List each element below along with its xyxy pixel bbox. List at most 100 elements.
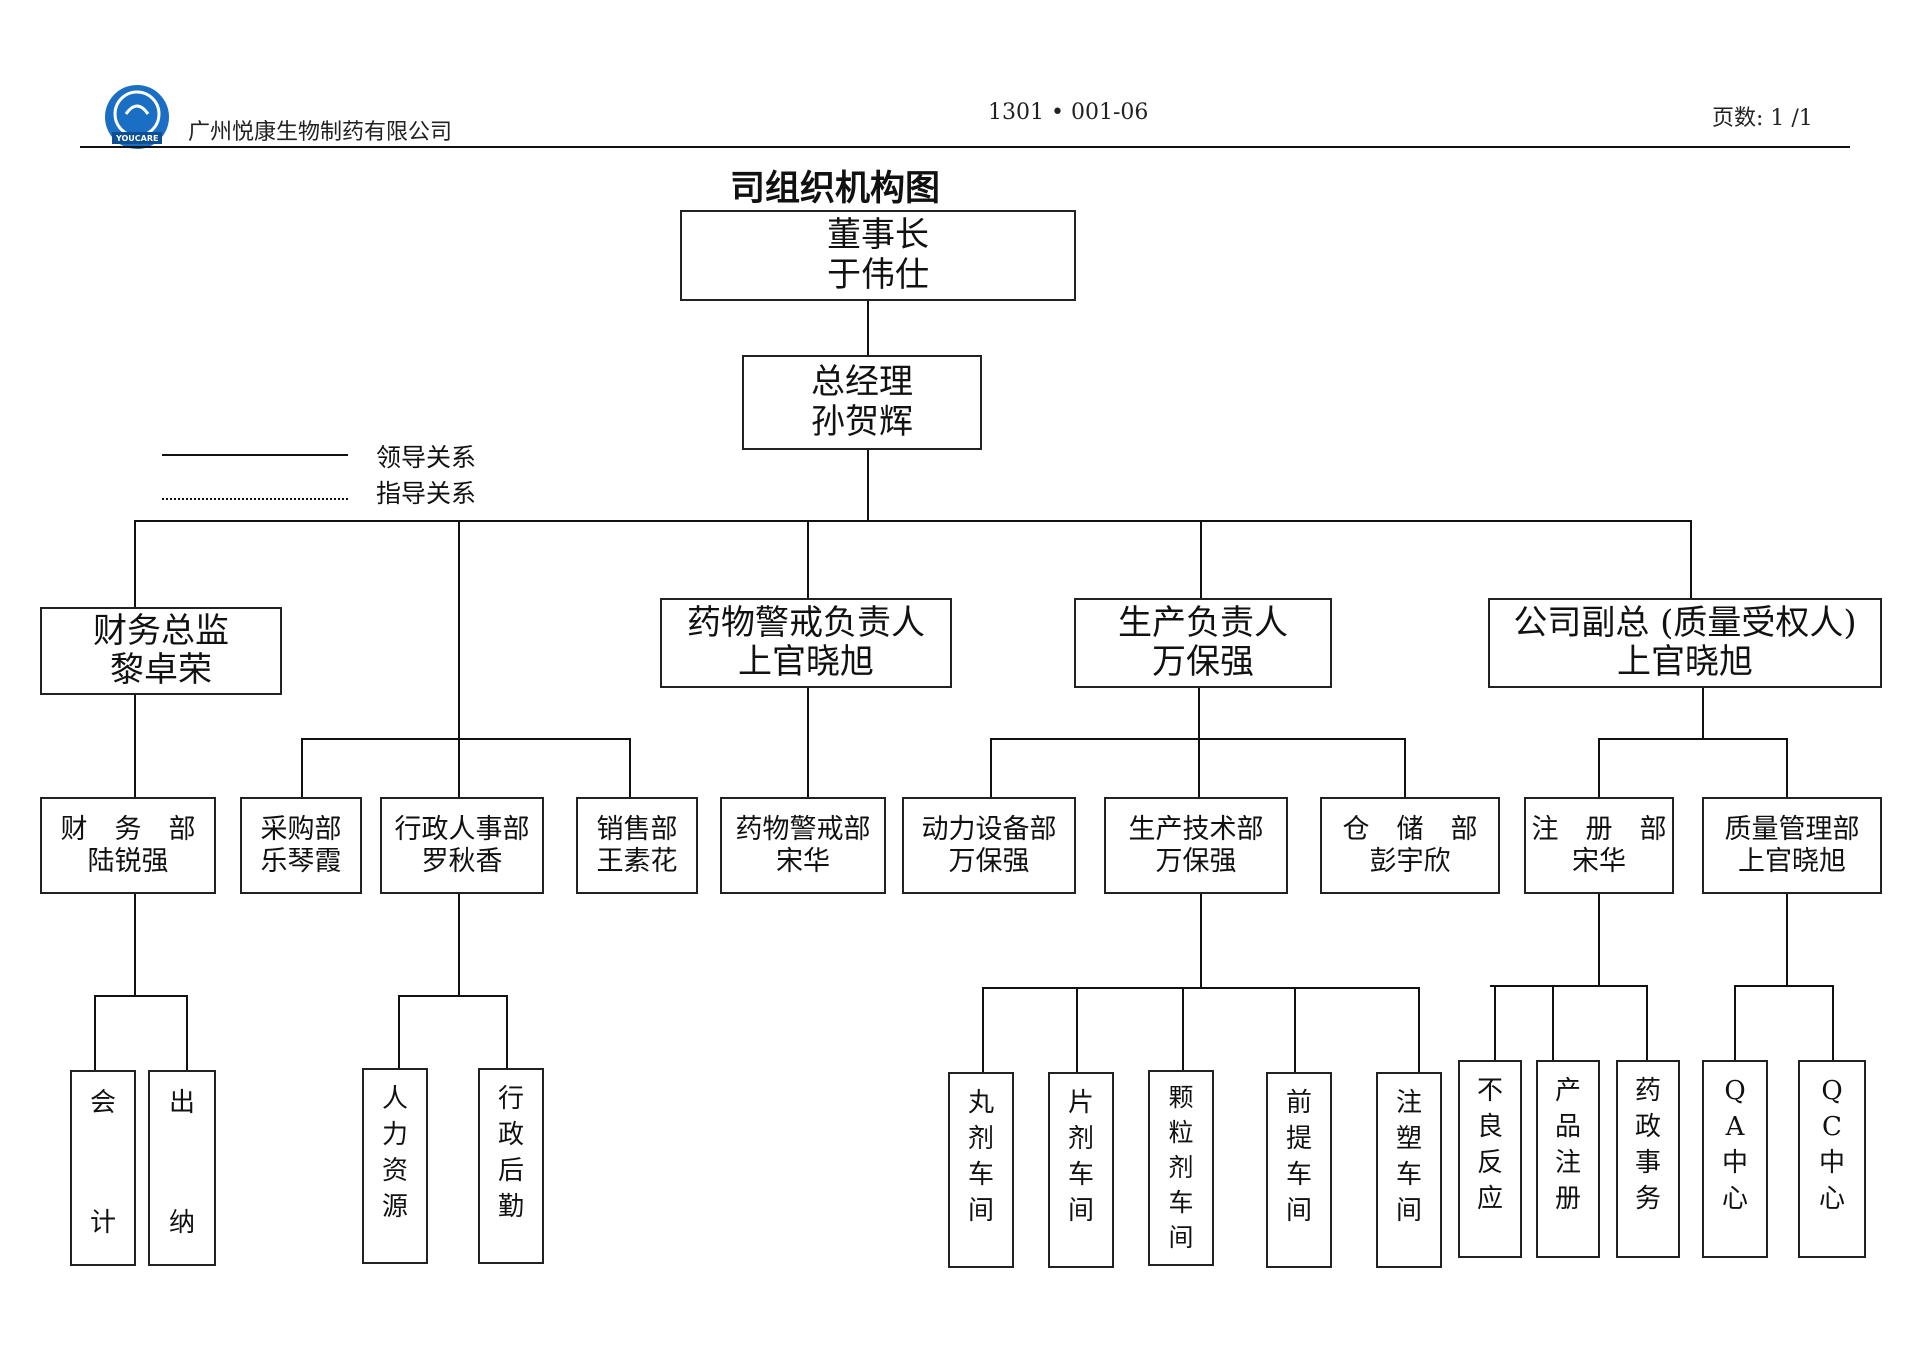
- connector: [1490, 985, 1648, 987]
- unit-char: 良: [1476, 1111, 1503, 1142]
- unit-char: 间: [1395, 1195, 1422, 1226]
- unit-char: C: [1822, 1111, 1842, 1142]
- chairman-role: 董事长: [827, 215, 929, 256]
- dept-head: 彭宇欣: [1369, 845, 1451, 877]
- dept-production-tech: 生产技术部 万保强: [1104, 797, 1288, 894]
- connector: [1734, 985, 1834, 987]
- finance-director-role: 财务总监: [93, 610, 229, 651]
- connector: [1182, 987, 1184, 1071]
- vice-president-role: 公司副总 (质量受权人): [1513, 602, 1857, 643]
- finance-director-name: 黎卓荣: [110, 650, 212, 690]
- legend-solid-label: 领导关系: [376, 443, 477, 472]
- unit-char: 前: [1285, 1088, 1312, 1118]
- dept-head: 万保强: [1155, 845, 1237, 877]
- unit-char: 丸: [967, 1088, 994, 1118]
- unit-accounting: 会 计: [70, 1070, 136, 1266]
- connector: [134, 694, 136, 798]
- dept-pharmacovigilance: 药物警戒部 宋华: [720, 797, 886, 894]
- connector: [1404, 738, 1406, 798]
- connector: [629, 738, 631, 798]
- connector: [1832, 985, 1834, 1061]
- header-rule: [80, 146, 1850, 148]
- dept-label: 动力设备部: [921, 814, 1057, 846]
- unit-char: 提: [1285, 1123, 1312, 1154]
- finance-director-box: 财务总监 黎卓荣: [40, 607, 282, 695]
- unit-char: 产: [1554, 1076, 1581, 1106]
- connector: [1294, 987, 1296, 1073]
- connector: [1198, 687, 1200, 798]
- chairman-box: 董事长 于伟仕: [680, 210, 1076, 301]
- connector: [982, 987, 1420, 989]
- connector: [134, 520, 136, 608]
- connector: [134, 520, 1692, 522]
- unit-char: 间: [1168, 1223, 1194, 1252]
- page-number: 页数: 1 /1: [1712, 106, 1813, 131]
- page-title: 司组织机构图: [730, 168, 941, 209]
- unit-char: 车: [967, 1159, 994, 1190]
- connector: [1076, 987, 1078, 1073]
- pharmacovigilance-head-box: 药物警戒负责人 上官晓旭: [660, 598, 952, 688]
- unit-char: 间: [1067, 1195, 1094, 1226]
- connector: [1418, 987, 1420, 1073]
- dept-label: 行政人事部: [394, 814, 530, 846]
- unit-char: 车: [1285, 1159, 1312, 1190]
- connector: [1598, 738, 1600, 798]
- legend-dotted-label: 指导关系: [376, 479, 477, 508]
- connector: [990, 738, 1406, 740]
- dept-head: 宋华: [1572, 845, 1626, 877]
- unit-char: 不: [1476, 1076, 1503, 1106]
- unit-adverse-reactions: 不 良 反 应: [1458, 1060, 1522, 1258]
- dept-head: 万保强: [948, 845, 1030, 877]
- unit-char: 心: [1818, 1183, 1845, 1214]
- unit-char: 出: [168, 1088, 195, 1118]
- dept-finance: 财 务 部 陆锐强: [40, 797, 216, 894]
- unit-char: 心: [1721, 1183, 1748, 1214]
- unit-char: 颗: [1168, 1083, 1194, 1112]
- unit-char: 塑: [1395, 1123, 1422, 1154]
- dept-head: 乐琴霞: [260, 845, 342, 877]
- connector: [807, 687, 809, 797]
- pharmacovigilance-head-role: 药物警戒负责人: [687, 602, 925, 643]
- unit-char: 应: [1476, 1183, 1503, 1214]
- connector: [186, 995, 188, 1071]
- gm-name: 孙贺辉: [811, 401, 913, 442]
- unit-char: 资: [381, 1155, 408, 1186]
- unit-human-resources: 人 力 资 源: [362, 1068, 428, 1264]
- dept-head: 王素花: [596, 845, 678, 877]
- production-head-box: 生产负责人 万保强: [1074, 598, 1332, 688]
- unit-char: A: [1725, 1111, 1745, 1142]
- unit-product-registration: 产 品 注 册: [1536, 1060, 1600, 1258]
- company-logo: YOUCARE: [104, 84, 170, 150]
- unit-char: 粒: [1168, 1118, 1194, 1147]
- company-name: 广州悦康生物制药有限公司: [188, 120, 453, 145]
- unit-admin-logistics: 行 政 后 勤: [478, 1068, 544, 1264]
- unit-char: 片: [1067, 1088, 1094, 1118]
- connector: [1646, 985, 1648, 1061]
- pharmacovigilance-head-name: 上官晓旭: [738, 642, 874, 682]
- unit-char: 车: [1395, 1159, 1422, 1190]
- unit-pill-workshop: 丸 剂 车 间: [948, 1072, 1014, 1268]
- unit-char: 间: [1285, 1195, 1312, 1226]
- unit-cashier: 出 纳: [148, 1070, 216, 1266]
- dept-label: 仓 储 部: [1342, 814, 1478, 846]
- unit-char: 反: [1476, 1147, 1503, 1178]
- unit-char: 务: [1634, 1183, 1661, 1214]
- dept-label: 财 务 部: [60, 814, 196, 846]
- connector: [398, 995, 400, 1069]
- unit-char: Q: [1821, 1076, 1843, 1106]
- unit-char: 计: [89, 1208, 116, 1239]
- dept-head: 上官晓旭: [1738, 845, 1846, 877]
- connector: [867, 449, 869, 521]
- connector: [807, 520, 809, 602]
- unit-char: 勤: [497, 1191, 524, 1222]
- dept-warehouse: 仓 储 部 彭宇欣: [1320, 797, 1500, 894]
- unit-char: 中: [1721, 1147, 1748, 1178]
- connector: [1786, 738, 1788, 798]
- dept-label: 注 册 部: [1531, 814, 1667, 846]
- dept-power-equipment: 动力设备部 万保强: [902, 797, 1076, 894]
- unit-tablet-workshop: 片 剂 车 间: [1048, 1072, 1114, 1268]
- connector: [867, 300, 869, 356]
- logo-text: YOUCARE: [116, 134, 159, 143]
- unit-char: 中: [1818, 1147, 1845, 1178]
- connector: [1552, 985, 1554, 1061]
